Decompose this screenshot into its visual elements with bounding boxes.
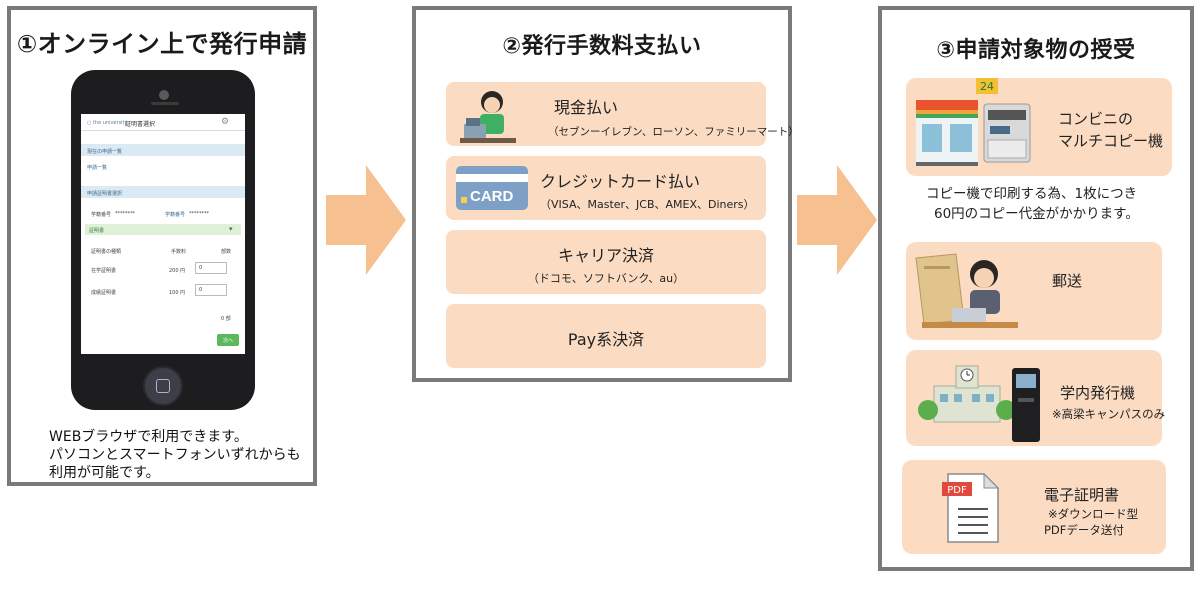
payment-label: キャリア決済 — [557, 246, 654, 265]
column-header: 証明書の種類 — [91, 249, 122, 255]
field-label: 学籍番号 — [91, 212, 112, 218]
next-button[interactable] — [217, 334, 239, 346]
store-number: 24 — [980, 80, 994, 93]
section-header — [81, 144, 245, 156]
delivery-option-campus-kiosk: 学内発行機 ※高梁キャンパスのみ — [906, 350, 1166, 446]
total-count: 0 部 — [221, 316, 231, 322]
delivery-sub: ※高梁キャンパスのみ — [1052, 407, 1166, 421]
quantity-select[interactable] — [195, 262, 227, 274]
speaker-icon — [151, 102, 179, 105]
panel-fee-payment: ②発行手数料支払い 現金払い （セブンーイレブン、ローソン、ファミリーマート） … — [412, 6, 799, 382]
delivery-label: マルチコピー機 — [1058, 132, 1164, 150]
row-qty: 0 — [199, 287, 203, 293]
gear-icon[interactable]: ⚙ — [221, 117, 230, 127]
mail-clerk-icon — [915, 253, 1018, 328]
panel-title: ①オンライン上で発行申請 — [16, 30, 308, 58]
row-name: 在学証明書 — [91, 268, 117, 274]
payment-sub: （VISA、Master、JCB、AMEX、Diners） — [540, 198, 755, 211]
row-name: 成績証明書 — [91, 290, 117, 296]
delivery-option-convenience: 24 コンビニの マルチコピー機 — [906, 78, 1172, 176]
payment-label: Pay系決済 — [567, 330, 645, 349]
next-button-label: 次へ — [223, 338, 234, 344]
payment-option-credit-card: CARD クレジットカード払い （VISA、Master、JCB、AMEX、Di… — [446, 156, 766, 220]
delivery-sub: ※ダウンロード型 — [1048, 507, 1139, 521]
delivery-option-e-certificate: PDF 電子証明書 ※ダウンロード型 PDFデータ送付 — [902, 460, 1166, 554]
payment-option-cash: 現金払い （セブンーイレブン、ローソン、ファミリーマート） — [446, 82, 799, 146]
delivery-label: 郵送 — [1052, 272, 1083, 290]
delivery-sub: PDFデータ送付 — [1044, 523, 1124, 537]
campus-kiosk-icon — [918, 365, 1040, 442]
payment-sub: （ドコモ、ソフトバンク、au） — [527, 272, 685, 285]
phone-screen: ○ the university 証明書選択 ⚙ 現在の申請一覧 申請一覧 申請… — [81, 114, 245, 354]
delivery-label: 電子証明書 — [1044, 486, 1120, 504]
screen-title: 証明書選択 — [125, 121, 156, 128]
credit-card-icon: CARD — [456, 166, 528, 210]
chevron-down-icon: ▾ — [229, 225, 233, 233]
arrow-right-icon — [797, 165, 877, 275]
arrow-right-icon — [326, 165, 406, 275]
row-fee: 200 円 — [169, 268, 186, 274]
payment-option-pay: Pay系決済 — [446, 304, 766, 368]
delivery-label: 学内発行機 — [1060, 384, 1136, 402]
certificate-select[interactable] — [85, 224, 241, 235]
section-label: 申請証明書選択 — [87, 191, 123, 197]
camera-icon — [159, 90, 169, 100]
copy-fee-note: 60円のコピー代金がかかります。 — [934, 206, 1139, 222]
delivery-label: コンビニの — [1058, 110, 1134, 128]
copy-fee-note: コピー機で印刷する為、1枚につき — [926, 186, 1138, 202]
panel-delivery: ③申請対象物の授受 24 コンビニの マルチコピー機 コピー機で印刷する為、1枚… — [878, 6, 1194, 571]
pdf-badge: PDF — [947, 485, 967, 496]
row-fee: 100 円 — [169, 290, 186, 296]
quantity-select[interactable] — [195, 284, 227, 296]
panel-title: ③申請対象物の授受 — [936, 38, 1136, 63]
pdf-document-icon: PDF — [942, 472, 1000, 543]
field-label: 学籍番号 — [165, 212, 186, 218]
cashier-icon — [460, 91, 516, 143]
note-line: パソコンとスマートフォンいずれからも — [49, 447, 301, 463]
section-label: 現在の申請一覧 — [87, 149, 123, 155]
row-qty: 0 — [199, 265, 203, 271]
application-list-link[interactable]: 申請一覧 — [87, 165, 108, 171]
field-value: ******** — [115, 211, 135, 217]
field-value: ******** — [189, 211, 209, 217]
convenience-store-icon: 24 — [916, 78, 1031, 166]
payment-label: 現金払い — [554, 98, 619, 117]
smartphone-illustration: ○ the university 証明書選択 ⚙ 現在の申請一覧 申請一覧 申請… — [71, 70, 255, 410]
note-line: 利用が可能です。 — [49, 465, 160, 481]
home-button — [143, 366, 183, 406]
payment-sub: （セブンーイレブン、ローソン、ファミリーマート） — [548, 126, 799, 138]
payment-label: クレジットカード払い — [540, 172, 701, 191]
panel-title: ②発行手数料支払い — [502, 34, 702, 59]
delivery-option-mail: 郵送 — [906, 242, 1162, 340]
panel-online-application: ①オンライン上で発行申請 ○ the university 証明書選択 ⚙ 現在… — [7, 6, 317, 486]
card-text: CARD — [470, 188, 514, 205]
note-line: WEBブラウザで利用できます。 — [49, 429, 248, 445]
section-header — [81, 186, 245, 198]
payment-option-carrier: キャリア決済 （ドコモ、ソフトバンク、au） — [446, 230, 766, 294]
column-header: 部数 — [221, 249, 232, 255]
university-logo: ○ the university — [87, 120, 128, 126]
usage-note: WEBブラウザで利用できます。 パソコンとスマートフォンいずれからも 利用が可能… — [49, 428, 301, 482]
column-header: 手数料 — [171, 249, 187, 255]
screen-header — [81, 114, 245, 131]
select-value: 証明書 — [89, 228, 105, 234]
